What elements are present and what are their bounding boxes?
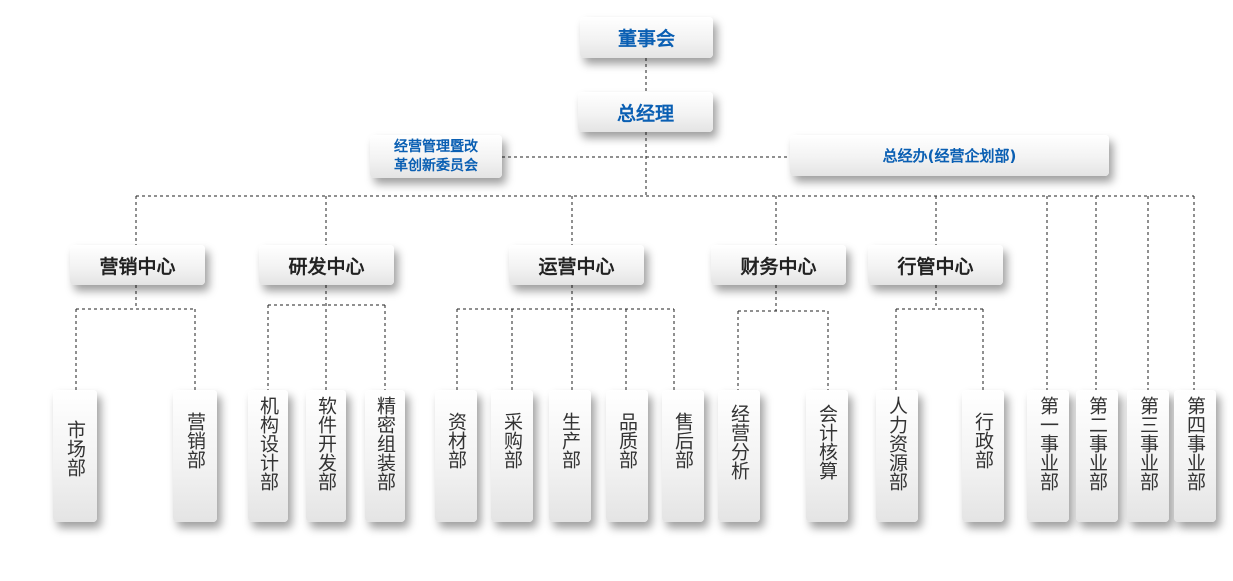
dept-division1-label: 第一事业部 (1037, 396, 1059, 491)
dept-division2: 第二事业部 (1076, 390, 1118, 522)
finance-center-node: 财务中心 (711, 245, 846, 285)
dept-purchasing: 采购部 (491, 390, 533, 522)
dept-software-dev-label: 软件开发部 (315, 396, 337, 491)
dept-hr: 人力资源部 (876, 390, 918, 522)
committee-node: 经营管理暨改 革创新委员会 (370, 135, 502, 178)
gm-office-label: 总经办(经营企划部) (882, 147, 1017, 165)
dept-market: 市场部 (53, 390, 97, 522)
dept-precision-assembly-label: 精密组装部 (374, 396, 396, 491)
dept-division4-label: 第四事业部 (1184, 396, 1206, 491)
dept-division3: 第三事业部 (1127, 390, 1169, 522)
dept-after-sales-label: 售后部 (672, 412, 694, 469)
dept-quality-label: 品质部 (616, 412, 638, 469)
dept-division4: 第四事业部 (1174, 390, 1216, 522)
dept-sales: 营销部 (173, 390, 217, 522)
operations-center-node: 运营中心 (509, 245, 644, 285)
dept-division3-label: 第三事业部 (1137, 396, 1159, 491)
finance-center-label: 财务中心 (740, 255, 817, 278)
dept-purchasing-label: 采购部 (501, 412, 523, 469)
dept-business-analysis-label: 经营分析 (728, 404, 750, 480)
dept-software-dev: 软件开发部 (306, 390, 346, 522)
committee-label-line2: 革创新委员会 (394, 157, 478, 174)
dept-mech-design-label: 机构设计部 (257, 396, 279, 491)
operations-center-label: 运营中心 (538, 255, 615, 278)
dept-materials-label: 资材部 (445, 412, 467, 469)
dept-accounting-label: 会计核算 (816, 404, 838, 480)
dept-hr-label: 人力资源部 (886, 396, 908, 491)
dept-business-analysis: 经营分析 (718, 390, 760, 522)
dept-administration-label: 行政部 (972, 412, 994, 469)
dept-division2-label: 第二事业部 (1086, 396, 1108, 491)
dept-quality: 品质部 (606, 390, 648, 522)
dept-mech-design: 机构设计部 (248, 390, 288, 522)
dept-market-label: 市场部 (64, 420, 86, 477)
admin-center-label: 行管中心 (897, 255, 974, 278)
dept-after-sales: 售后部 (662, 390, 704, 522)
marketing-center-label: 营销中心 (99, 255, 176, 278)
general-manager-node: 总经理 (578, 92, 713, 132)
dept-sales-label: 营销部 (184, 412, 206, 469)
board-label: 董事会 (617, 28, 675, 50)
dept-materials: 资材部 (435, 390, 477, 522)
rnd-center-node: 研发中心 (259, 245, 394, 285)
board-node: 董事会 (580, 17, 713, 58)
marketing-center-node: 营销中心 (70, 245, 205, 285)
dept-production: 生产部 (549, 390, 591, 522)
dept-accounting: 会计核算 (806, 390, 848, 522)
dept-precision-assembly: 精密组装部 (365, 390, 405, 522)
gm-office-node: 总经办(经营企划部) (790, 135, 1109, 176)
rnd-center-label: 研发中心 (288, 255, 365, 278)
committee-label-line1: 经营管理暨改 (394, 138, 478, 155)
dept-administration: 行政部 (962, 390, 1004, 522)
dept-division1: 第一事业部 (1027, 390, 1069, 522)
admin-center-node: 行管中心 (868, 245, 1003, 285)
general-manager-label: 总经理 (616, 102, 674, 125)
dept-production-label: 生产部 (559, 412, 581, 469)
